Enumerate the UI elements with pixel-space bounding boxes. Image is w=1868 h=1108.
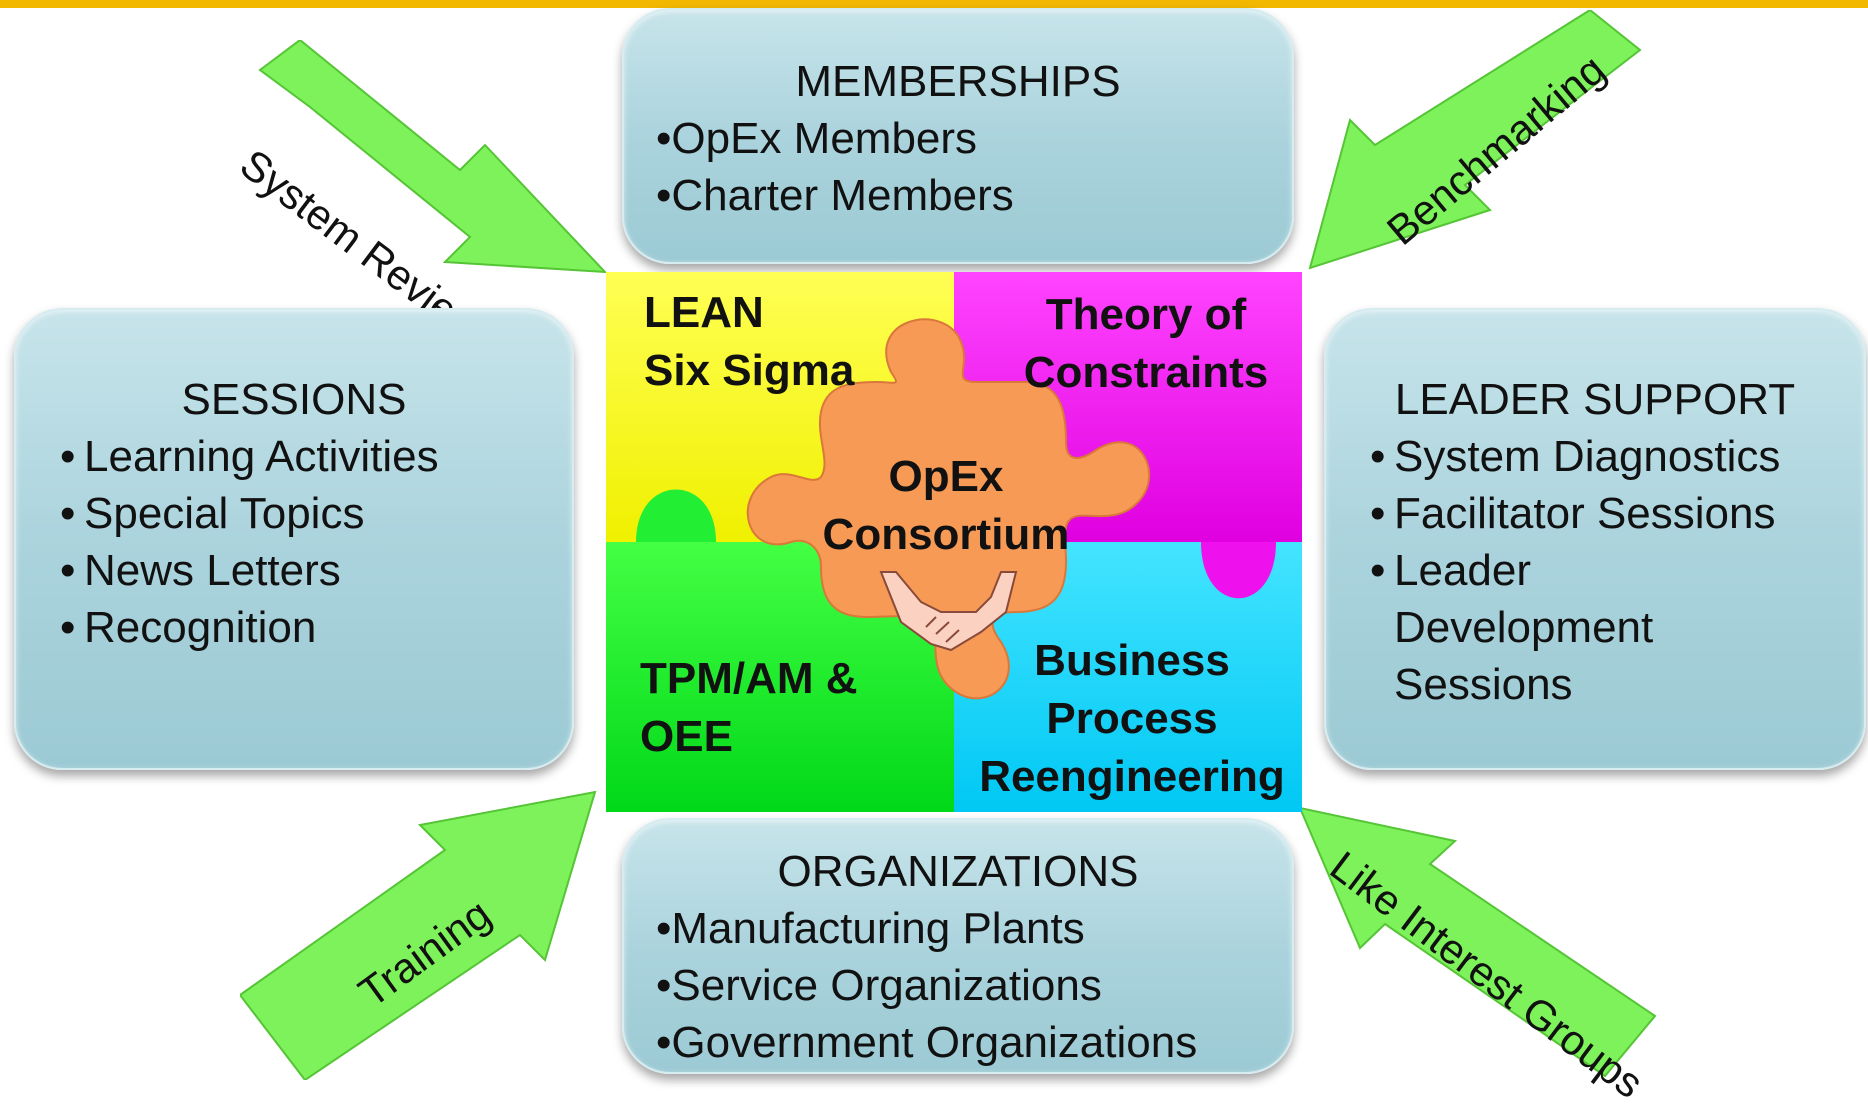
- sessions-title: SESSIONS: [181, 375, 407, 424]
- bpr-label-line: Process: [1046, 694, 1218, 743]
- center-label: OpEx Consortium: [821, 448, 1071, 564]
- puzzle-graphic: [606, 272, 1302, 812]
- leader-support-continuation: Development: [1394, 603, 1654, 652]
- memberships-panel: MEMBERSHIPS •OpEx Members •Charter Membe…: [622, 8, 1294, 264]
- center-label-line: OpEx: [888, 452, 1004, 501]
- handshake-icon: [879, 571, 1018, 652]
- sessions-item: Recognition: [60, 599, 572, 656]
- memberships-title: MEMBERSHIPS: [795, 57, 1121, 106]
- organizations-panel: ORGANIZATIONS •Manufacturing Plants •Ser…: [622, 818, 1294, 1074]
- bpr-label-line: Reengineering: [979, 752, 1285, 801]
- memberships-item: •Charter Members: [656, 171, 1014, 220]
- lean-label-line: LEAN: [644, 288, 764, 337]
- sessions-item: Special Topics: [60, 485, 572, 542]
- toc-label-line: Theory of: [1045, 290, 1247, 339]
- lean-label-line: Six Sigma: [644, 346, 855, 395]
- leader-support-item: System Diagnostics: [1370, 428, 1864, 485]
- tpm-label-line: OEE: [640, 712, 733, 761]
- leader-support-title: LEADER SUPPORT: [1394, 375, 1796, 424]
- arrow-like-interest-groups: [1300, 806, 1657, 1078]
- puzzle-piece-center: [746, 318, 1151, 700]
- leader-support-panel: LEADER SUPPORT System Diagnostics Facili…: [1324, 308, 1866, 770]
- leader-support-continuation: Sessions: [1394, 660, 1573, 709]
- tpm-label-line: TPM/AM &: [640, 654, 858, 703]
- arrow-benchmarking: [1308, 10, 1642, 270]
- toc-label-line: Constraints: [1023, 348, 1269, 397]
- sessions-panel: SESSIONS Learning Activities Special Top…: [14, 308, 574, 770]
- memberships-item: •OpEx Members: [656, 114, 978, 163]
- leader-support-item: Facilitator Sessions: [1370, 485, 1864, 542]
- organizations-item: •Manufacturing Plants: [656, 904, 1085, 953]
- bpr-label-line: Business: [1034, 636, 1230, 685]
- organizations-item: •Government Organizations: [656, 1018, 1198, 1067]
- toc-label: Theory of Constraints: [1006, 286, 1286, 402]
- center-label-line: Consortium: [822, 510, 1070, 559]
- tpm-label: TPM/AM & OEE: [640, 650, 858, 766]
- lean-label: LEAN Six Sigma: [644, 284, 854, 400]
- sessions-item: News Letters: [60, 542, 572, 599]
- arrow-training: [240, 790, 597, 1080]
- top-accent-bar: [0, 0, 1868, 8]
- sessions-item: Learning Activities: [60, 428, 572, 485]
- puzzle-diagram: LEAN Six Sigma Theory of Constraints OpE…: [606, 272, 1302, 812]
- organizations-item: •Service Organizations: [656, 961, 1102, 1010]
- bpr-label: Business Process Reengineering: [962, 632, 1302, 806]
- leader-support-item: Leader: [1370, 542, 1864, 599]
- arrow-system-review: [258, 40, 608, 274]
- organizations-title: ORGANIZATIONS: [777, 847, 1139, 896]
